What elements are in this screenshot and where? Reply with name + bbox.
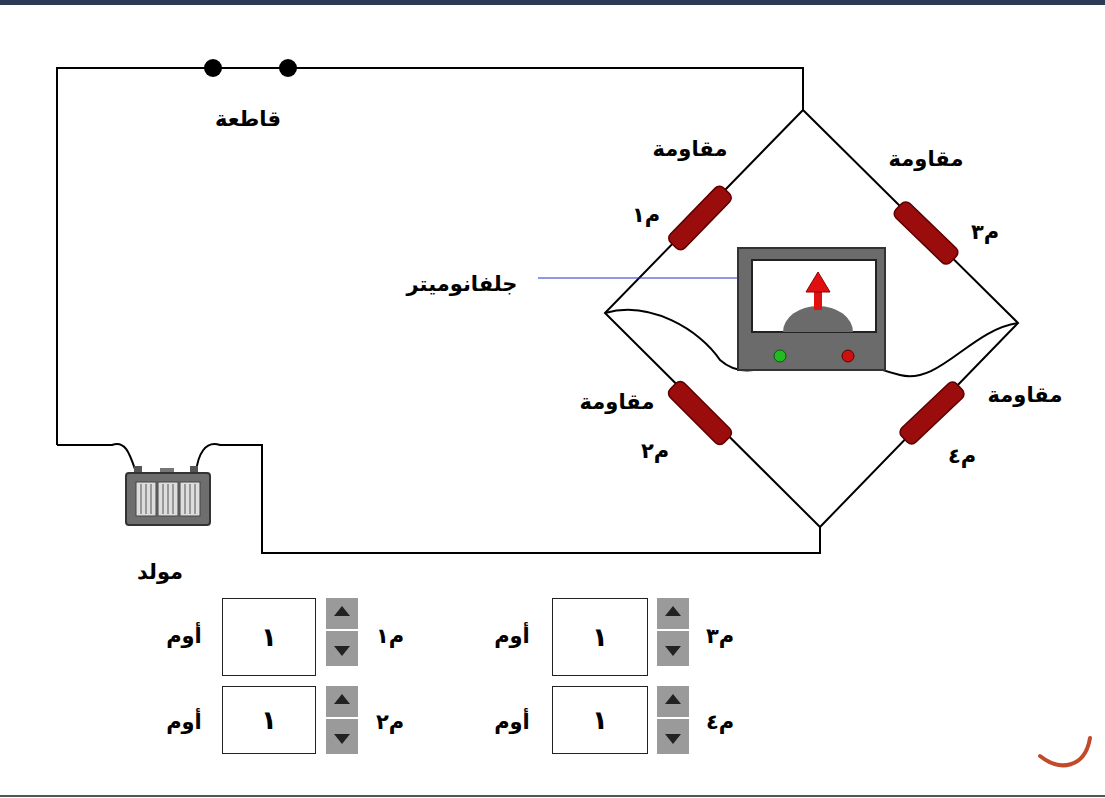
- resistor-number: م١: [632, 203, 660, 228]
- value-box: ١: [222, 686, 316, 754]
- unit-label: أوم: [166, 710, 202, 735]
- galvanometer-label: جلفانوميتر: [407, 272, 518, 297]
- resistor-number: م٣: [971, 220, 999, 245]
- value-text: ١: [592, 622, 608, 652]
- battery-symbol: [126, 466, 210, 525]
- value-text: ١: [261, 705, 277, 735]
- switch-label: قاطعة: [215, 107, 281, 132]
- resistor-label: مقاومة: [889, 147, 964, 172]
- bottom-rule: [0, 795, 1105, 797]
- top-bar: [0, 0, 1105, 5]
- spinner-control: [326, 598, 689, 754]
- control-name: م٣: [706, 624, 734, 649]
- resistor-label: مقاومة: [580, 390, 655, 415]
- resistor-number: م٤: [948, 444, 976, 469]
- value-text: ١: [592, 705, 608, 735]
- switch-contact: [204, 59, 222, 77]
- leader-line: [538, 277, 738, 278]
- control-name: م١: [376, 624, 404, 649]
- value-box: ١: [222, 598, 316, 676]
- value-box: ١: [552, 598, 648, 676]
- unit-label: أوم: [494, 624, 530, 649]
- unit-label: أوم: [494, 710, 530, 735]
- resistor-number: م٢: [641, 439, 669, 464]
- control-name: م٤: [706, 710, 734, 735]
- value-text: ١: [261, 622, 277, 652]
- switch-contact: [279, 59, 297, 77]
- generator-label: مولد: [137, 560, 183, 585]
- logo-mark: [1040, 738, 1090, 765]
- control-name: م٢: [376, 710, 404, 735]
- resistor-symbol: [666, 184, 966, 447]
- wires: [57, 68, 1018, 553]
- galvanometer-symbol: [738, 248, 885, 370]
- resistor-label: مقاومة: [988, 383, 1063, 408]
- resistor-label: مقاومة: [653, 137, 728, 162]
- unit-label: أوم: [166, 624, 202, 649]
- value-box: ١: [552, 686, 648, 754]
